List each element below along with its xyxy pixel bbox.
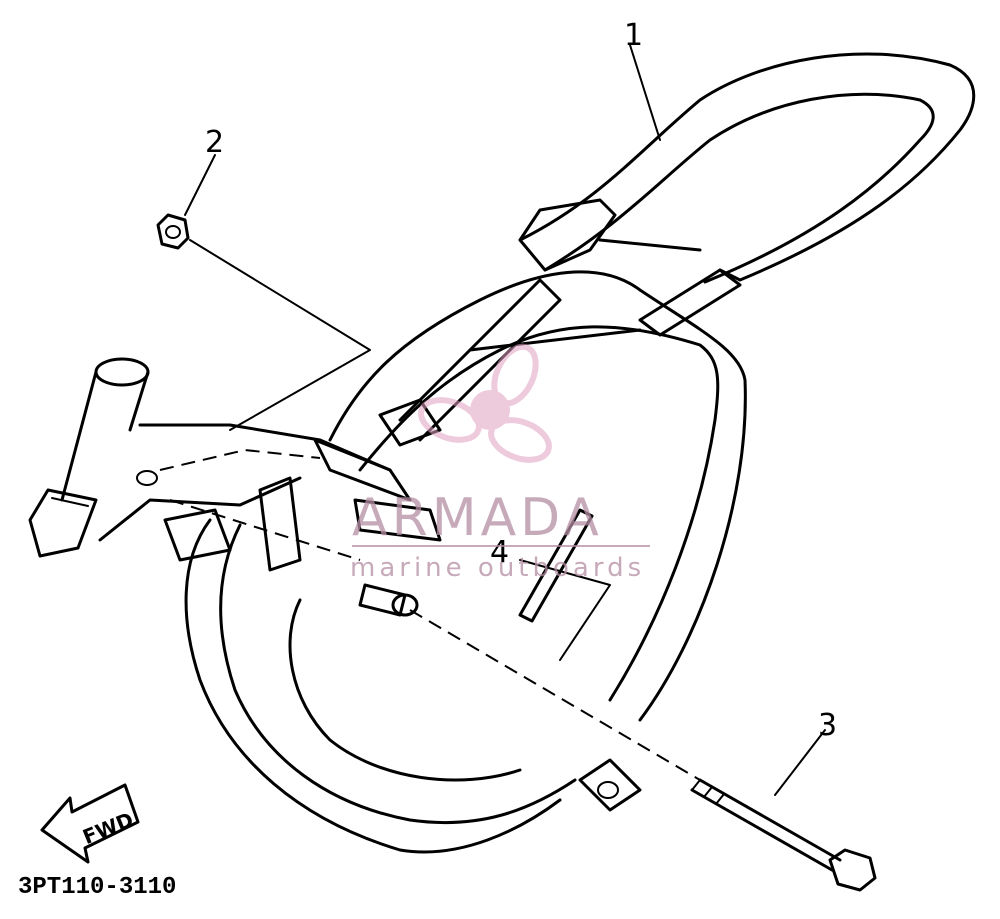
watermark-tagline: marine outboards bbox=[350, 553, 645, 583]
part-number: 3PT110-3110 bbox=[18, 874, 176, 901]
leader-line-1 bbox=[629, 44, 661, 141]
callout-1: 1 bbox=[624, 18, 643, 53]
rear-seat-rail bbox=[518, 52, 976, 337]
leader-line-2 bbox=[184, 154, 216, 216]
engine-mount-brackets bbox=[163, 398, 701, 812]
head-pipe bbox=[28, 357, 150, 558]
watermark: ARMADA marine outboards bbox=[350, 343, 650, 583]
forward-arrow-icon: FWD bbox=[40, 783, 140, 864]
nut-part-2 bbox=[156, 213, 371, 431]
watermark-brand: ARMADA bbox=[352, 488, 603, 548]
callout-3: 3 bbox=[818, 708, 837, 743]
frame-assembly bbox=[28, 52, 976, 854]
forward-arrow-label: FWD bbox=[79, 807, 137, 849]
callout-2: 2 bbox=[205, 125, 224, 160]
backbone-tube bbox=[98, 423, 392, 561]
cradle-tubes bbox=[184, 270, 747, 854]
watermark-propeller-icon bbox=[418, 343, 552, 463]
callout-4: 4 bbox=[490, 535, 509, 570]
bolt-part-3 bbox=[690, 729, 877, 892]
